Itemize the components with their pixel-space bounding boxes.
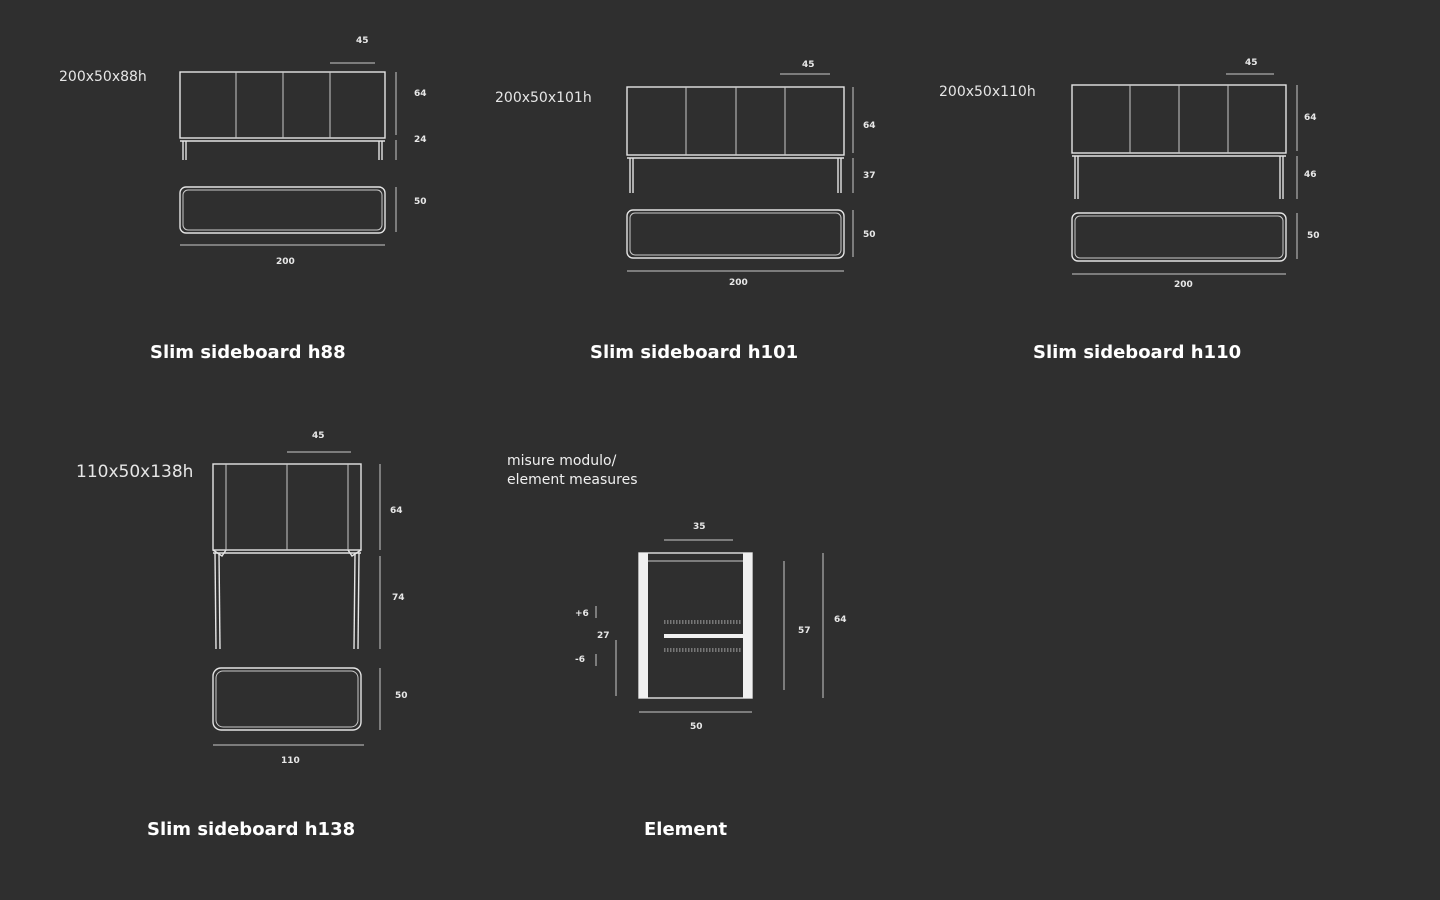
plan-view: [1071, 212, 1287, 262]
plan-dim: 50: [1307, 231, 1320, 241]
body-dim: 64: [1304, 113, 1317, 123]
front-elevation: [179, 71, 386, 160]
caption: Element: [644, 819, 727, 840]
plan-view: [179, 186, 386, 234]
caption: Slim sideboard h88: [150, 342, 346, 363]
depth-dim: 45: [356, 36, 369, 46]
width-dim: 200: [276, 257, 295, 267]
sideboard-h110-drawing: 200x50x110h 45 64 46 50 200 Slim sideboa…: [939, 58, 1320, 363]
body-dim: 64: [863, 121, 876, 131]
element-note-line1: misure modulo/: [507, 453, 617, 469]
front-elevation: [212, 463, 362, 650]
caption: Slim sideboard h138: [147, 819, 355, 840]
width-dim: 110: [281, 756, 300, 766]
width-dim: 200: [729, 278, 748, 288]
size-label: 200x50x101h: [495, 90, 592, 106]
element-note-line2: element measures: [507, 472, 638, 488]
depth-dim: 35: [693, 522, 706, 532]
plan-view: [212, 667, 362, 731]
size-label: 200x50x88h: [59, 69, 147, 85]
sideboard-h88-drawing: 200x50x88h 45 64 24 50 200 Slim si: [59, 36, 427, 363]
plan-dim: 50: [863, 230, 876, 240]
body-dim: 64: [390, 506, 403, 516]
body-dim: 64: [414, 89, 427, 99]
depth-dim: 45: [1245, 58, 1258, 68]
width-dim: 50: [690, 722, 703, 732]
legs-dim: 24: [414, 135, 427, 145]
outer-height-dim: 64: [834, 615, 847, 625]
shelf-down-dim: -6: [575, 655, 585, 665]
caption: Slim sideboard h101: [590, 342, 798, 363]
sideboard-h101-drawing: 200x50x101h 45 64 37 50 200 Slim sideboa…: [495, 60, 876, 363]
caption: Slim sideboard h110: [1033, 342, 1241, 363]
depth-dim: 45: [802, 60, 815, 70]
size-label: 110x50x138h: [76, 462, 193, 482]
plan-dim: 50: [414, 197, 427, 207]
shelf-pos-dim: 27: [597, 631, 610, 641]
depth-dim: 45: [312, 431, 325, 441]
front-elevation: [626, 86, 845, 193]
plan-dim: 50: [395, 691, 408, 701]
size-label: 200x50x110h: [939, 84, 1036, 100]
legs-dim: 74: [392, 593, 405, 603]
legs-dim: 37: [863, 171, 876, 181]
inner-height-dim: 57: [798, 626, 811, 636]
front-elevation: [1071, 84, 1287, 199]
shelf-up-dim: +6: [575, 609, 589, 619]
width-dim: 200: [1174, 280, 1193, 290]
sideboard-h138-drawing: 110x50x138h 45 64 74 50 110 Slim sideboa: [76, 431, 408, 840]
element-drawing: misure modulo/ element measures 35 +6 27…: [507, 453, 847, 840]
element-front: [638, 552, 753, 699]
legs-dim: 46: [1304, 170, 1317, 180]
plan-view: [626, 209, 845, 259]
